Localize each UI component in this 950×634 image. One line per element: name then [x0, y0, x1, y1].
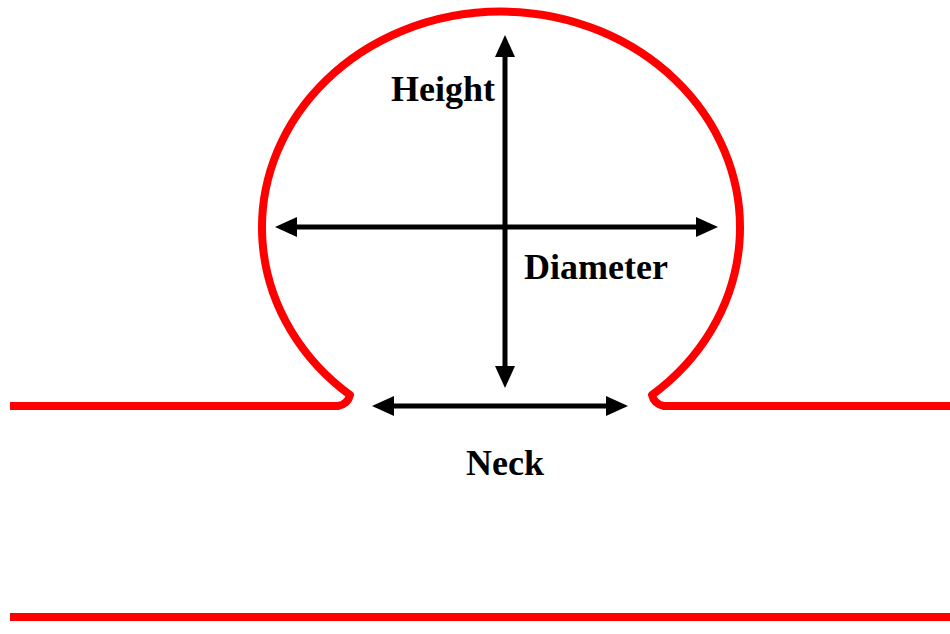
dimension-arrow: [295, 225, 698, 230]
aneurysm-wall: [10, 12, 950, 406]
vessel-wall: [10, 613, 950, 621]
dimension-label: Neck: [464, 444, 546, 484]
dimension-arrow: [503, 55, 508, 368]
dimension-label: Diameter: [522, 248, 670, 288]
dimension-arrow: [392, 404, 608, 409]
dimension-label: Height: [389, 70, 497, 110]
